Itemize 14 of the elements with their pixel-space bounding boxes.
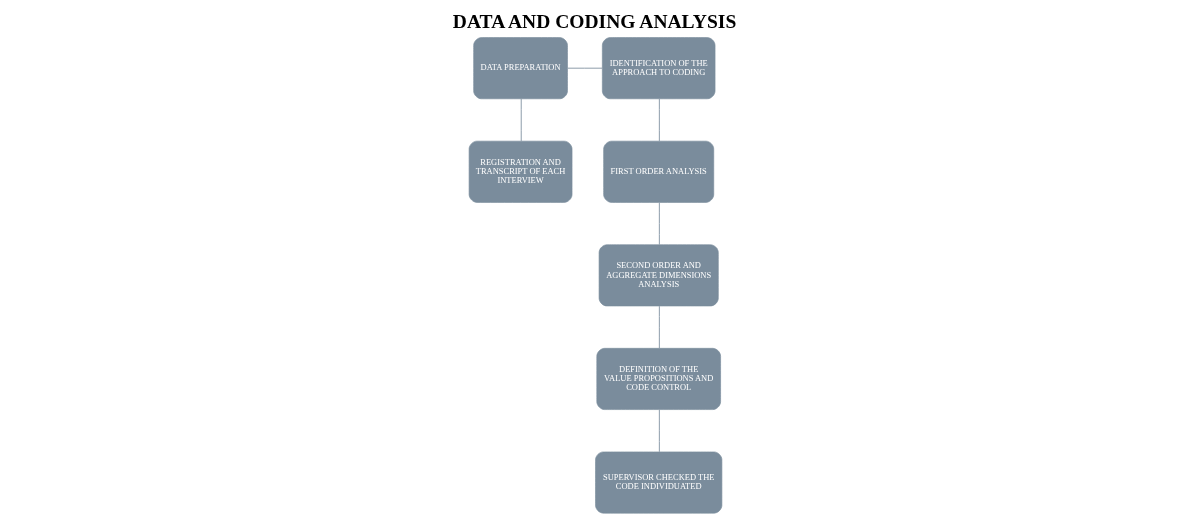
connector	[658, 409, 660, 453]
connector	[658, 98, 660, 142]
node-box: DATA PREPARATION	[472, 37, 568, 100]
connector	[566, 67, 603, 69]
diagram-title: DATA AND CODING ANALYSIS	[452, 11, 736, 33]
node-box: REGISTRATION AND TRANSCRIPT OF EACH INTERVIEW	[468, 140, 572, 203]
connector	[520, 98, 522, 142]
node-box: DEFINITION OF THE VALUE PROPOSITIONS AND CODE CONTROL	[595, 348, 721, 410]
node-box: FIRST ORDER ANALYSIS	[602, 140, 714, 203]
node-box: SECOND ORDER AND AGGREGATE DIMENSIONS ANALYSIS	[598, 244, 719, 307]
connector	[658, 305, 660, 349]
node-box: SUPERVISOR CHECKED THE CODE INDIVIDUATED	[594, 451, 722, 514]
node-box: IDENTIFICATION OF THE APPROACH TO CODING	[601, 37, 715, 100]
connector	[658, 202, 660, 246]
